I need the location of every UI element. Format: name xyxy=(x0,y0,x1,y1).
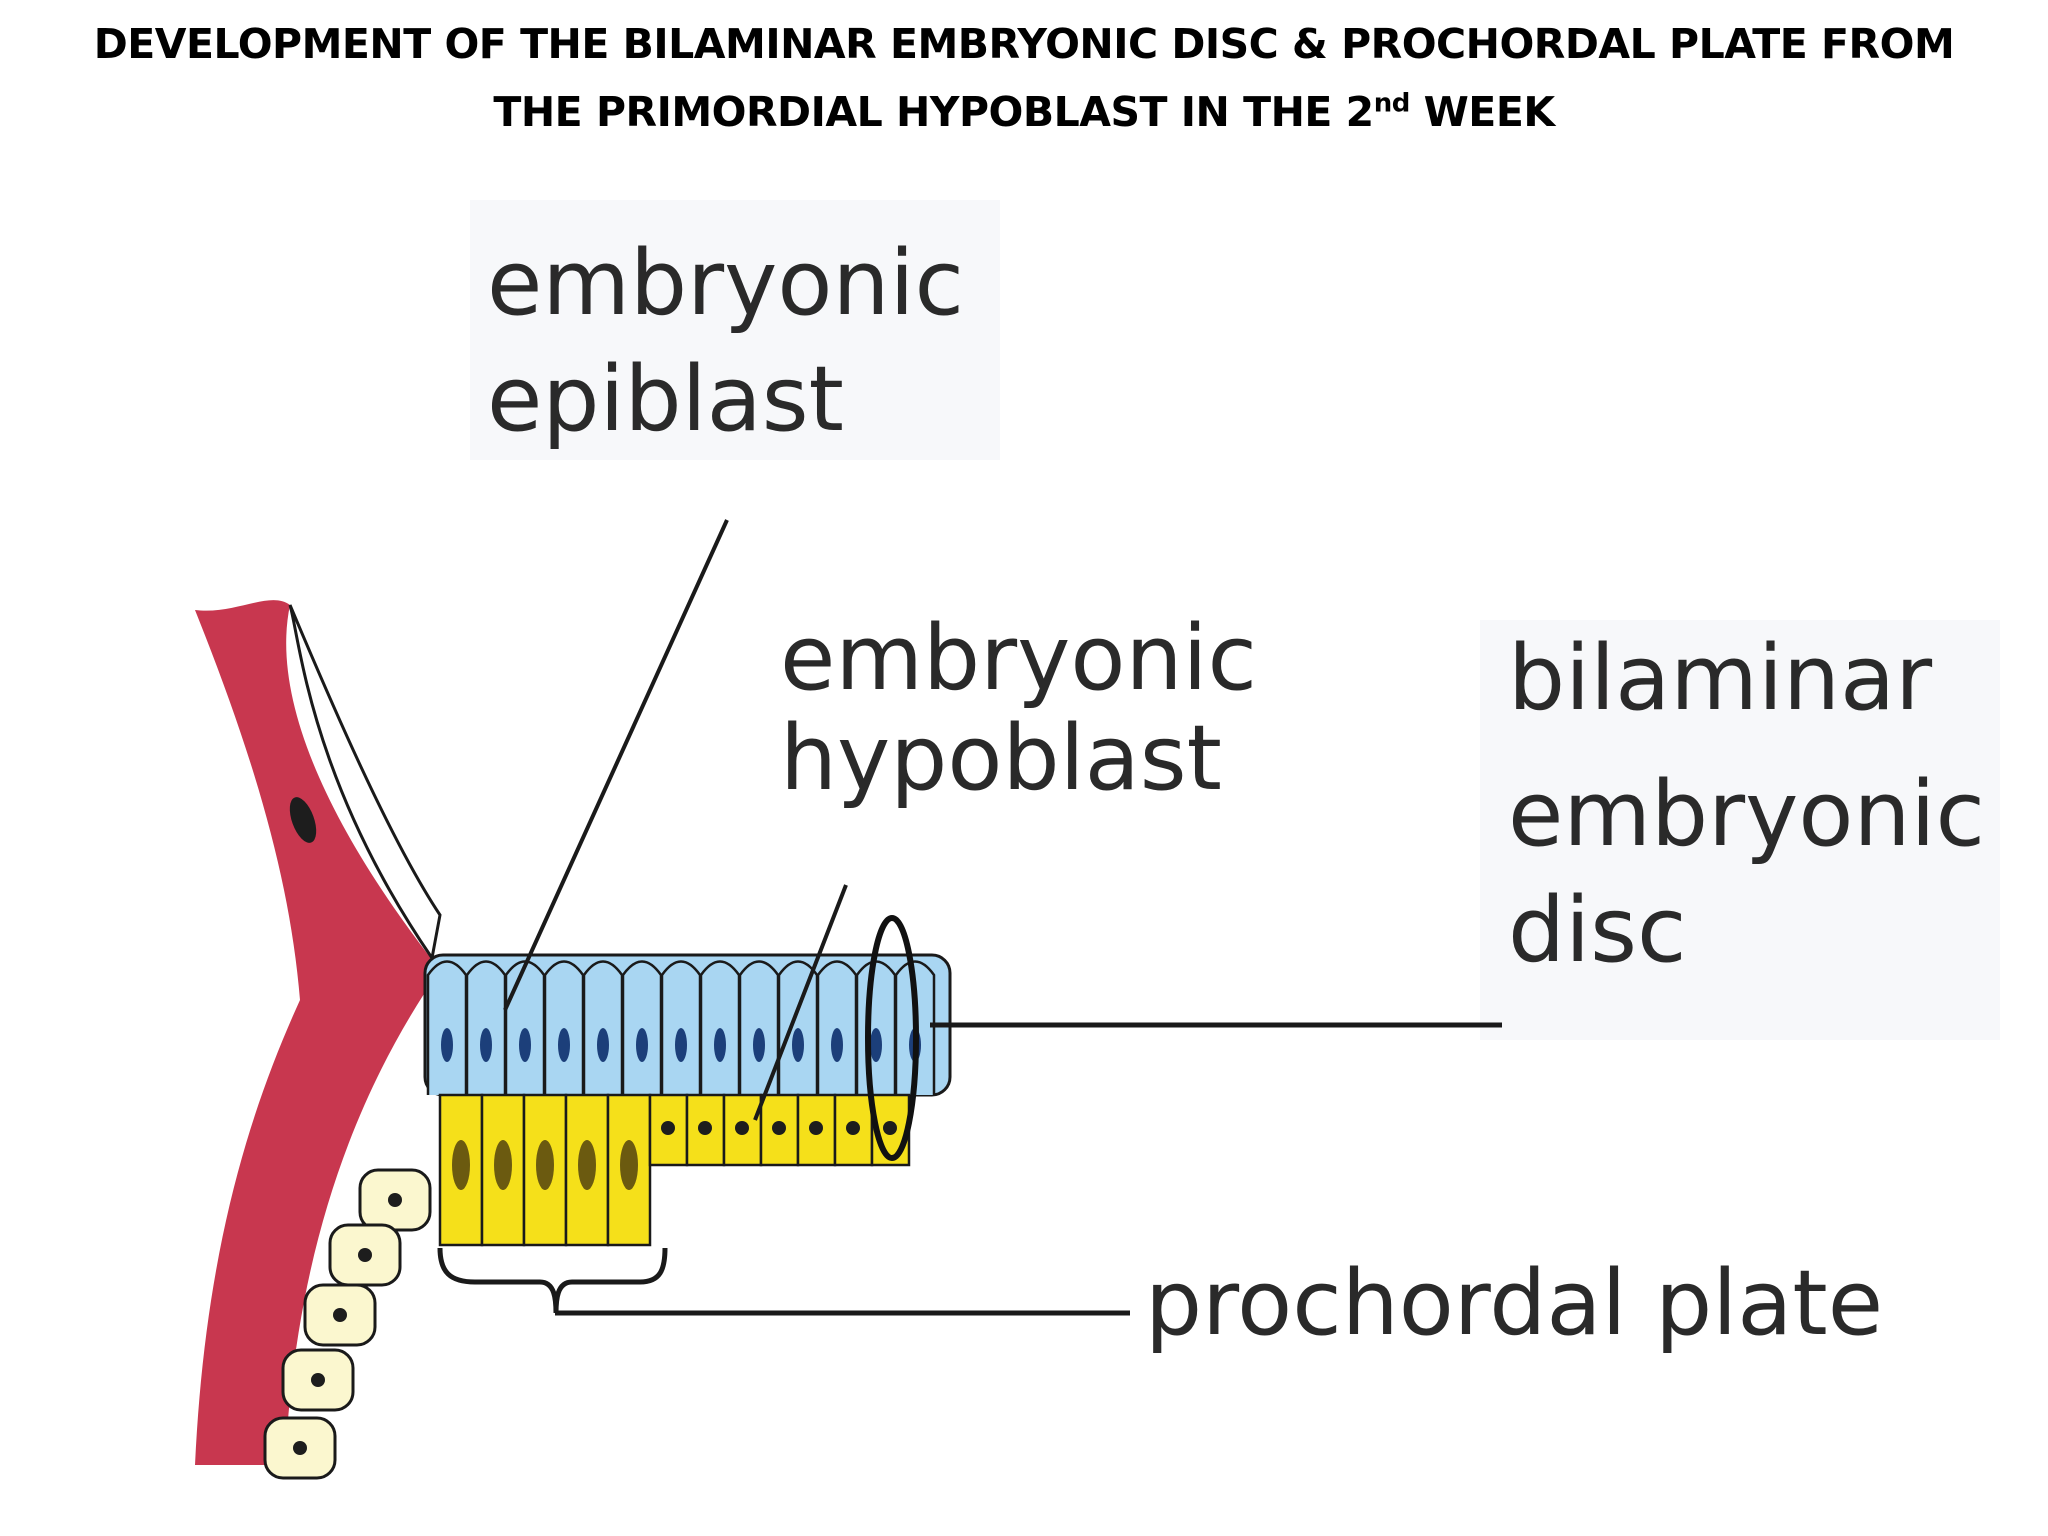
hypoblast-leader-line xyxy=(753,884,848,1121)
title-line-1: DEVELOPMENT OF THE BILAMINAR EMBRYONIC D… xyxy=(93,20,1955,68)
endoderm-nucleus xyxy=(311,1373,325,1387)
prochordal-plate-nucleus xyxy=(578,1140,596,1190)
label-hypoblast-line-1: embryonic xyxy=(780,606,1258,711)
hypoblast-nucleus xyxy=(846,1121,860,1135)
endoderm-nucleus xyxy=(388,1193,402,1207)
extraembryonic-endoderm xyxy=(263,1168,432,1480)
label-panel-upper xyxy=(470,200,1000,460)
title-superscript: nd xyxy=(1373,88,1411,119)
trophoblast-wall xyxy=(195,600,440,1465)
hypoblast-nucleus xyxy=(883,1121,897,1135)
epiblast-nucleus xyxy=(831,1028,843,1062)
epiblast-nucleus xyxy=(753,1028,765,1062)
prochordal-plate-nucleus xyxy=(494,1140,512,1190)
epiblast-leader-line xyxy=(503,519,729,1011)
prochordal-plate-nucleus xyxy=(536,1140,554,1190)
endoderm-nucleus xyxy=(358,1248,372,1262)
hypoblast-nucleus xyxy=(698,1121,712,1135)
title-line-2-text: THE PRIMORDIAL HYPOBLAST IN THE 2 xyxy=(493,88,1374,136)
label-panel-right xyxy=(1480,620,2000,1040)
epiblast-nucleus xyxy=(519,1028,531,1062)
hypoblast-layer xyxy=(438,1093,911,1247)
hypoblast-cell xyxy=(759,1093,800,1167)
title-line-2-end: WEEK xyxy=(1409,88,1556,136)
epiblast-nucleus xyxy=(714,1028,726,1062)
prochordal-plate-nucleus xyxy=(620,1140,638,1190)
epiblast-nucleus xyxy=(480,1028,492,1062)
label-epiblast-line-1: embryonic xyxy=(487,231,965,336)
label-hypoblast-line-2: hypoblast xyxy=(780,706,1222,811)
disc-edge-ring xyxy=(865,915,919,1161)
endoderm-nucleus xyxy=(293,1441,307,1455)
prochordal-plate-nucleus xyxy=(452,1140,470,1190)
hypoblast-nucleus xyxy=(809,1121,823,1135)
prochordal-plate-bracket xyxy=(437,1247,668,1314)
hypoblast-nucleus xyxy=(661,1121,675,1135)
hypoblast-nucleus xyxy=(735,1121,749,1135)
epiblast-nucleus xyxy=(675,1028,687,1062)
epiblast-layer xyxy=(423,953,952,1097)
label-prochordal-plate: prochordal plate xyxy=(1145,1251,1884,1356)
epiblast-nucleus xyxy=(870,1028,882,1062)
epiblast-nucleus xyxy=(441,1028,453,1062)
label-epiblast: embryonic epiblast xyxy=(487,230,964,454)
label-hypoblast: embryonic hypoblast xyxy=(780,605,1257,813)
title-line-2: THE PRIMORDIAL HYPOBLAST IN THE 2nd WEEK xyxy=(0,78,2048,146)
epiblast-nucleus xyxy=(636,1028,648,1062)
amnioblast-nucleus xyxy=(289,797,317,843)
label-epiblast-line-2: epiblast xyxy=(487,347,844,452)
label-bilaminar-disc: bilaminar embryonic disc xyxy=(1508,625,1985,985)
endoderm-nucleus xyxy=(333,1308,347,1322)
epiblast-nucleus xyxy=(558,1028,570,1062)
epiblast-nucleus xyxy=(597,1028,609,1062)
label-disc-line-2: embryonic xyxy=(1508,762,1986,867)
slide-title: DEVELOPMENT OF THE BILAMINAR EMBRYONIC D… xyxy=(0,10,2048,146)
epiblast-nucleus xyxy=(792,1028,804,1062)
hypoblast-nucleus xyxy=(772,1121,786,1135)
label-disc-line-3: disc xyxy=(1508,878,1687,983)
label-disc-line-1: bilaminar xyxy=(1508,626,1933,731)
